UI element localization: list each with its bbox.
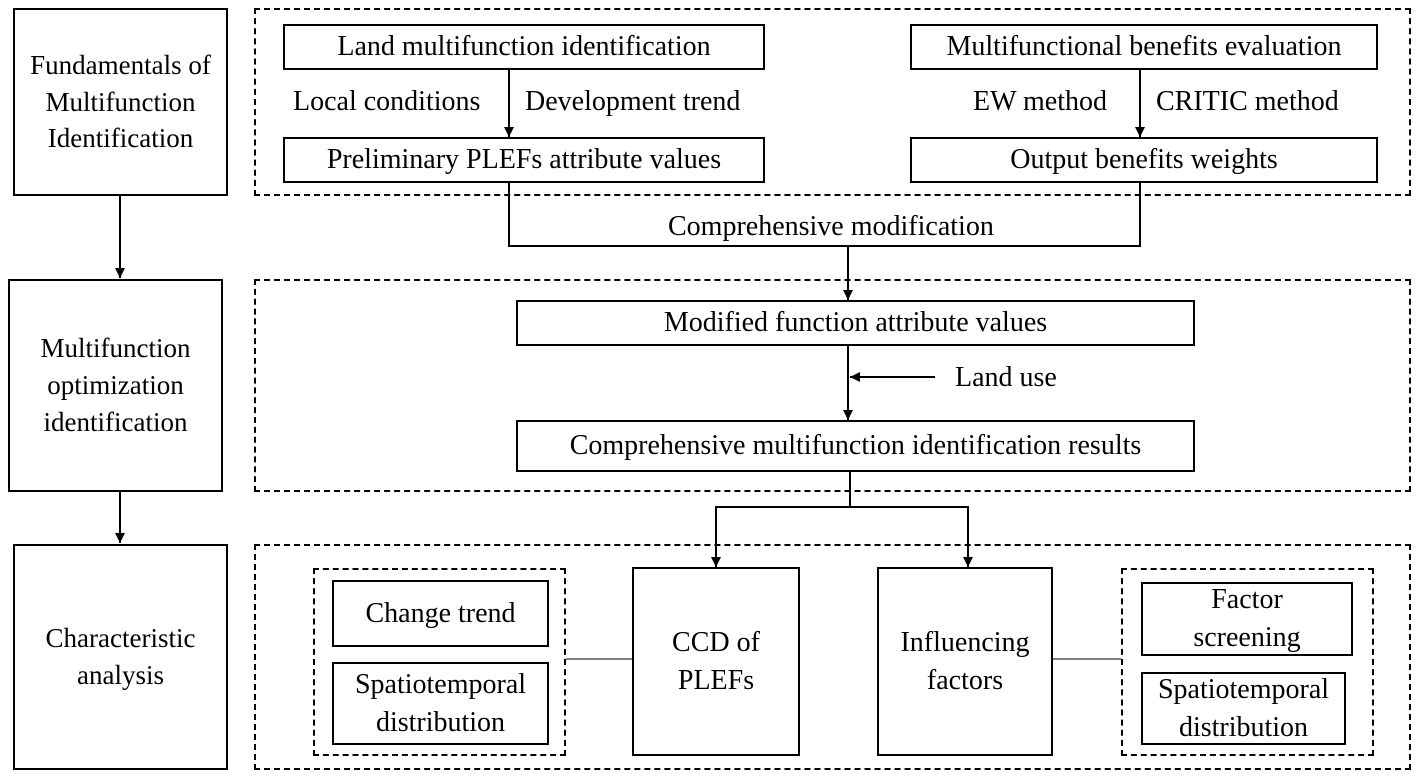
ccd-of-plefs-label: CCD of PLEFs — [672, 626, 760, 696]
comprehensive-results-box: Comprehensive multifunction identificati… — [516, 420, 1195, 472]
spatiotemporal-distribution-left-box: Spatiotemporal distribution — [332, 662, 549, 745]
spatiotemporal-distribution-right-label: Spatiotemporal distribution — [1157, 673, 1330, 743]
local-conditions-label: Local conditions — [293, 86, 481, 117]
section-fundamentals — [254, 8, 1411, 196]
multifunctional-benefits-evaluation-label: Multifunctional benefits evaluation — [946, 31, 1342, 62]
preliminary-plefs-box: Preliminary PLEFs attribute values — [283, 137, 765, 183]
stage-optimization-label: Multifunction optimization identificatio… — [40, 333, 191, 437]
change-trend-box: Change trend — [332, 580, 549, 647]
development-trend-label: Development trend — [525, 86, 741, 117]
preliminary-plefs-label: Preliminary PLEFs attribute values — [326, 144, 722, 175]
ew-method-label: EW method — [973, 86, 1108, 117]
ccd-of-plefs-box: CCD of PLEFs — [632, 567, 800, 756]
stage-fundamentals-label: Fundamentals of Multifunction Identifica… — [30, 49, 211, 154]
right-analysis-group — [1121, 568, 1374, 756]
influencing-factors-box: Influencing factors — [877, 567, 1053, 756]
factor-screening-label: Factor screening — [1193, 584, 1301, 653]
stage-characteristic: Characteristic analysis — [13, 544, 228, 770]
left-analysis-group — [313, 568, 566, 756]
modified-function-attribute-values-box: Modified function attribute values — [516, 300, 1195, 346]
output-benefits-weights-box: Output benefits weights — [910, 137, 1378, 183]
spatiotemporal-distribution-left-label: Spatiotemporal distribution — [354, 668, 527, 738]
merge-line — [508, 183, 1141, 247]
stage-optimization: Multifunction optimization identificatio… — [8, 279, 223, 492]
spatiotemporal-distribution-right-box: Spatiotemporal distribution — [1141, 672, 1346, 745]
stage-fundamentals: Fundamentals of Multifunction Identifica… — [13, 8, 228, 196]
stage-characteristic-label: Characteristic analysis — [45, 623, 196, 690]
section-characteristic — [254, 544, 1411, 770]
factor-screening-box: Factor screening — [1141, 582, 1353, 656]
multifunctional-benefits-evaluation-box: Multifunctional benefits evaluation — [910, 24, 1378, 70]
land-multifunction-identification-box: Land multifunction identification — [283, 24, 765, 70]
section-optimization — [254, 279, 1411, 492]
land-multifunction-identification-label: Land multifunction identification — [337, 31, 711, 62]
comprehensive-results-label: Comprehensive multifunction identificati… — [569, 430, 1142, 461]
modified-function-attribute-values-label: Modified function attribute values — [663, 307, 1048, 338]
critic-method-label: CRITIC method — [1156, 86, 1339, 117]
output-benefits-weights-label: Output benefits weights — [1010, 144, 1278, 175]
change-trend-label: Change trend — [365, 597, 516, 629]
comprehensive-modification-label: Comprehensive modification — [666, 211, 996, 242]
land-use-label: Land use — [955, 362, 1057, 393]
influencing-factors-label: Influencing factors — [900, 626, 1030, 696]
